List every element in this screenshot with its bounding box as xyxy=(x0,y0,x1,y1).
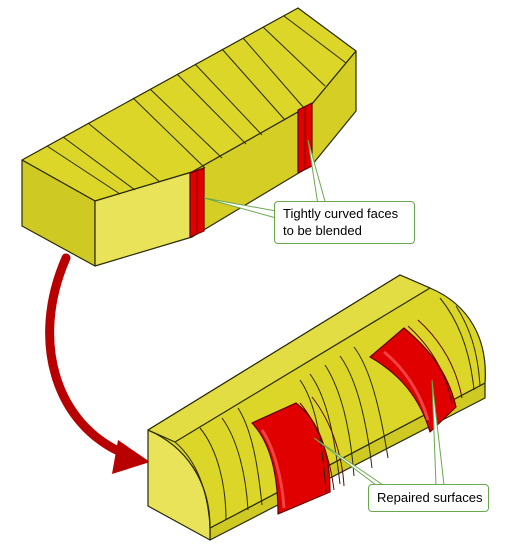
original-block-model xyxy=(21,7,357,267)
callout-repaired-surfaces: Repaired surfaces xyxy=(368,484,489,512)
callout-curved-faces-line1: Tightly curved faces xyxy=(283,206,399,221)
repaired-block-stripes xyxy=(174,297,481,529)
repaired-block-top-band xyxy=(147,274,431,443)
original-block-top-face xyxy=(21,7,357,202)
callout-curved-faces-line2: to be blended xyxy=(283,223,362,238)
callout-repaired-surfaces-label: Repaired surfaces xyxy=(377,490,483,505)
original-block-top-stripes xyxy=(46,15,347,195)
callout-leaders xyxy=(203,139,445,486)
callout-curved-faces: Tightly curved faces to be blended xyxy=(274,201,415,244)
curved-arrow-down-right-icon xyxy=(45,253,150,474)
